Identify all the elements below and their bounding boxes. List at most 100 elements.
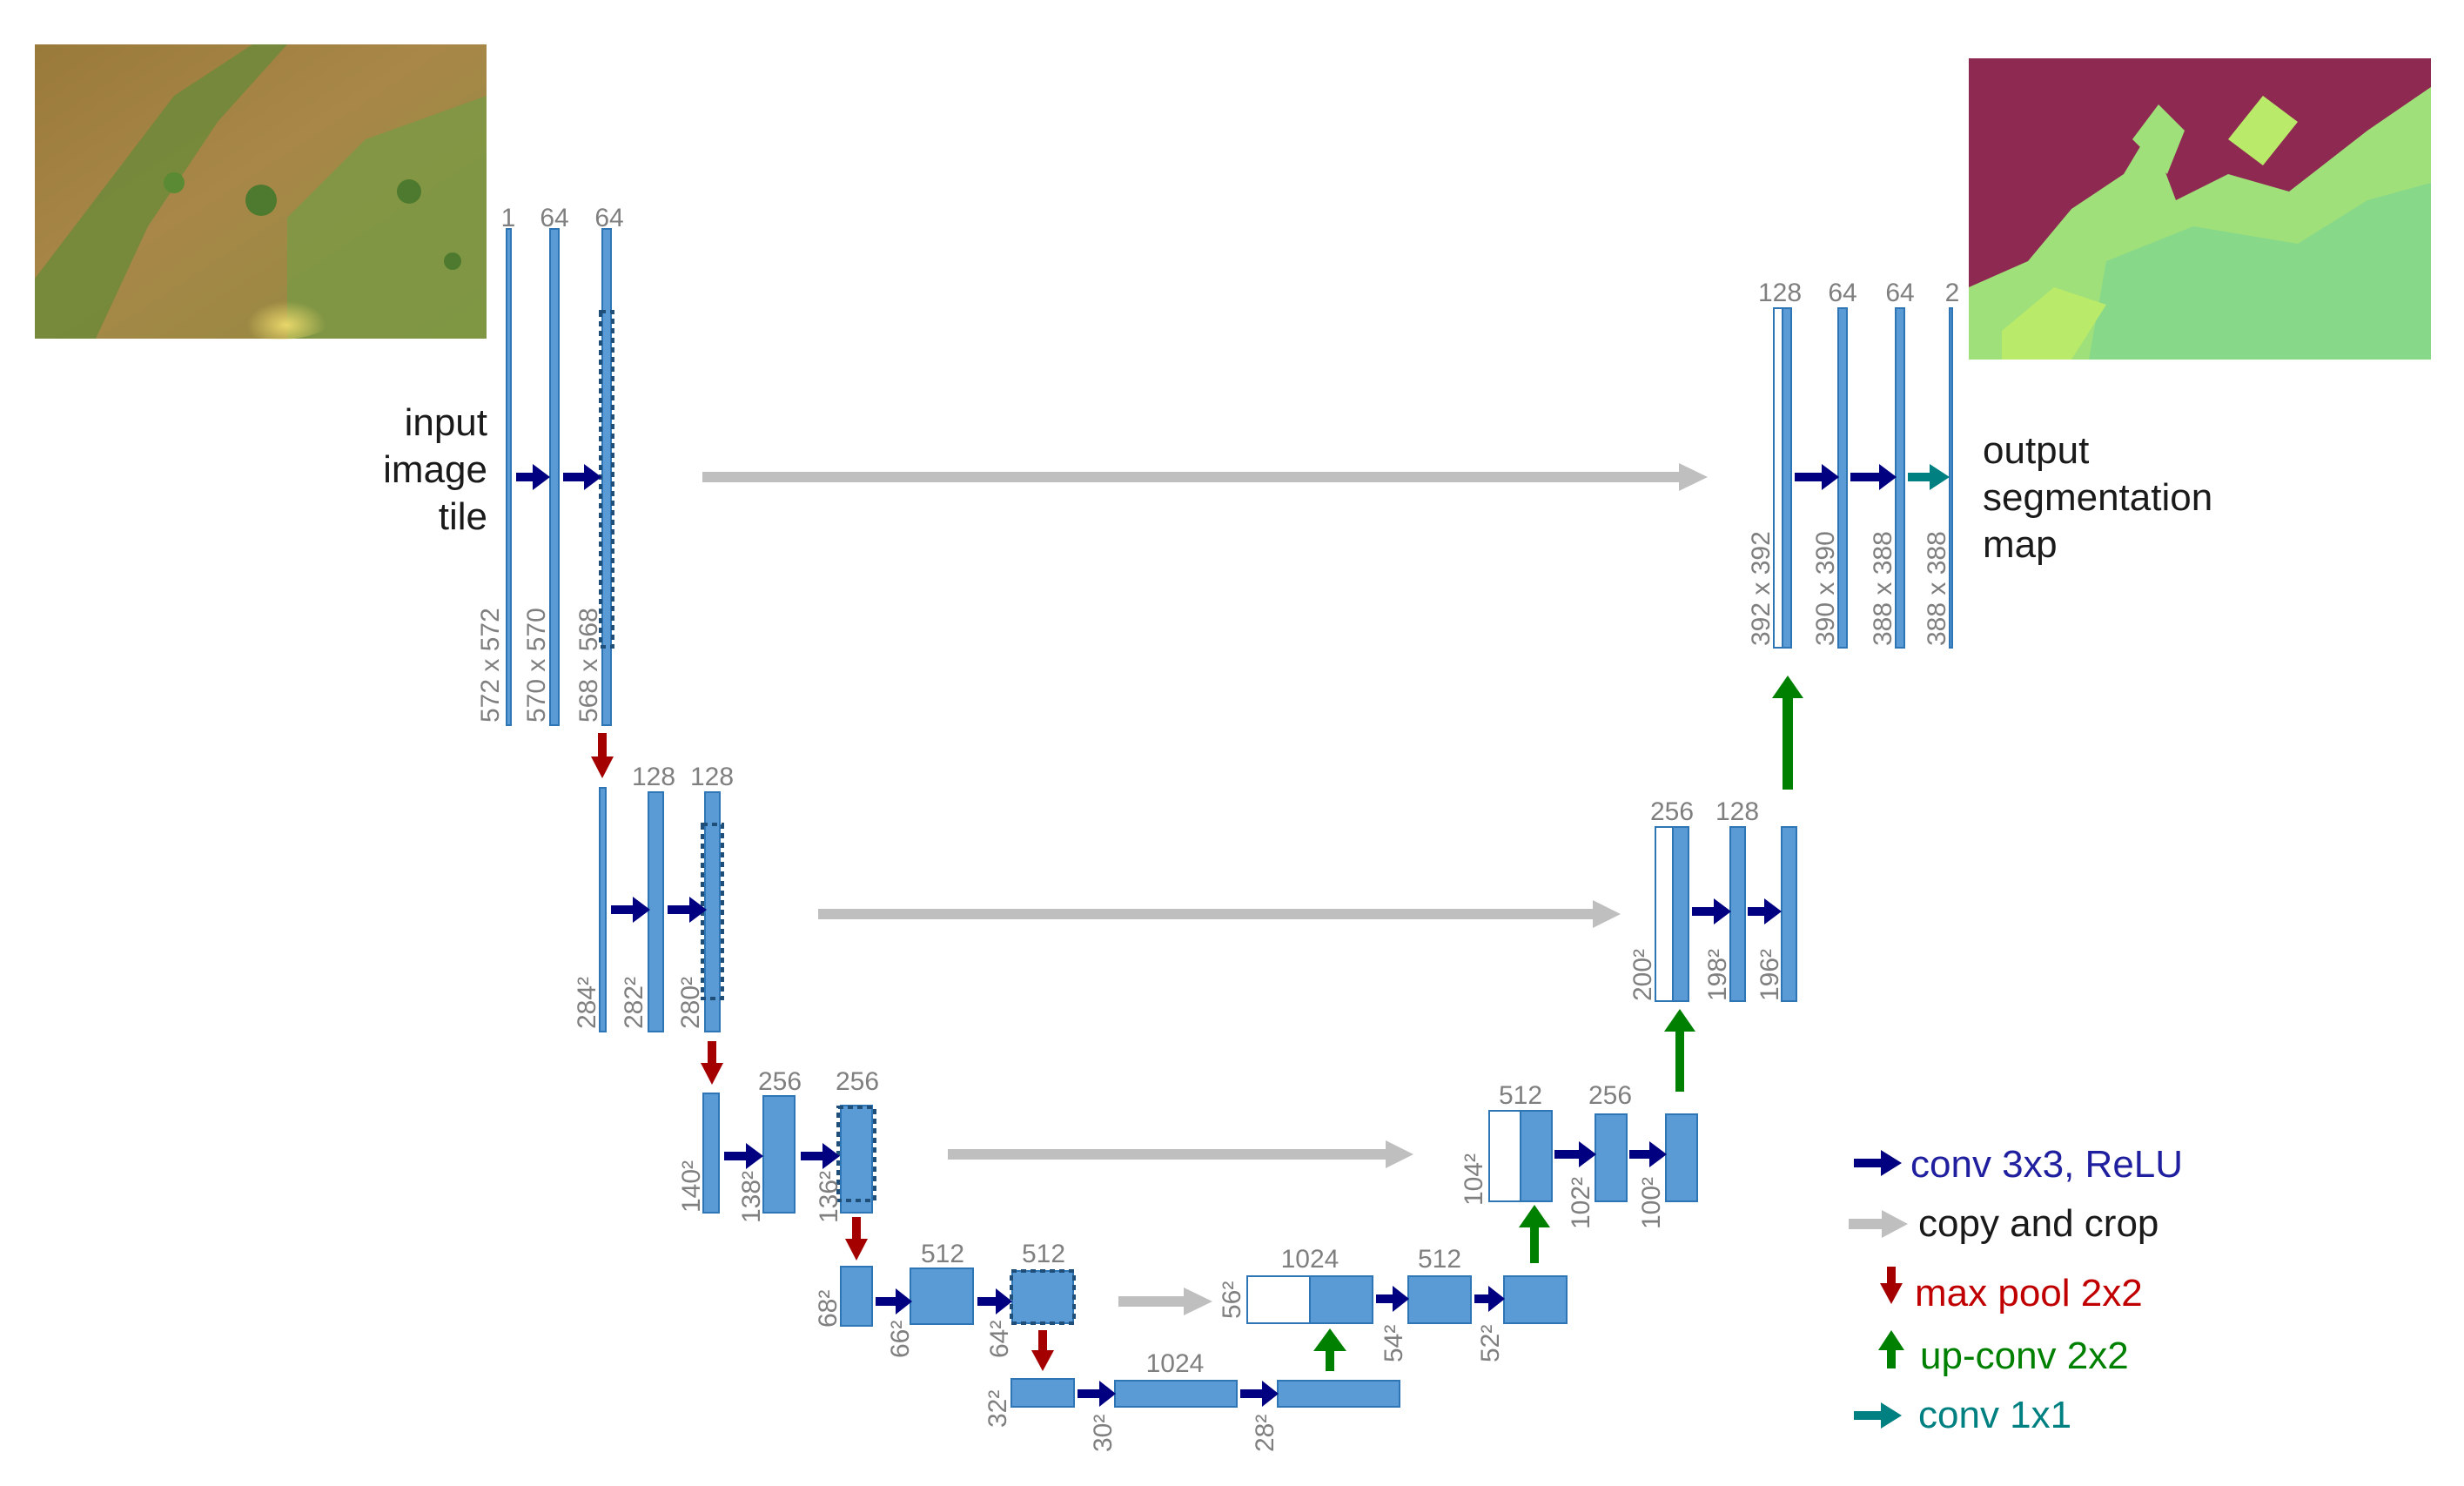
size-u3-b: 102²	[1567, 1177, 1595, 1229]
size-u4-c: 52²	[1476, 1325, 1505, 1362]
channel-u2-b: 128	[1715, 797, 1759, 826]
channel-u3-a: 512	[1499, 1081, 1542, 1110]
fmap-u2-up	[1672, 826, 1689, 1002]
legend-copy-label: copy and crop	[1918, 1202, 2159, 1245]
legend-upconv-label: up-conv 2x2	[1920, 1335, 2129, 1377]
labels: input image tile output segmentation map…	[383, 204, 2212, 1452]
size-l3-b: 138²	[737, 1171, 766, 1223]
size-u1-d: 388 x 388	[1923, 531, 1951, 646]
legend-conv-label: conv 3x3, ReLU	[1910, 1143, 2183, 1186]
output-label-line2: segmentation	[1983, 476, 2212, 519]
channel-u1-64a: 64	[1828, 279, 1856, 307]
size-l4-c: 64²	[985, 1321, 1014, 1358]
fmap-u4-up	[1309, 1275, 1373, 1324]
legend-upconv-icon	[1878, 1330, 1904, 1368]
size-l1-a: 572 x 572	[476, 608, 505, 723]
fmap-l5-c	[1277, 1380, 1400, 1408]
channel-l4-b: 512	[1022, 1240, 1065, 1268]
fmap-u2-b	[1729, 826, 1746, 1002]
channel-u2-a: 256	[1650, 797, 1694, 826]
channel-u1-64b: 64	[1885, 279, 1914, 307]
size-l5-b: 30²	[1089, 1415, 1118, 1452]
fmap-l3-a	[702, 1093, 720, 1214]
channel-u4-a: 1024	[1281, 1245, 1339, 1274]
channel-l1-64b: 64	[594, 204, 623, 232]
size-u2-c: 196²	[1756, 949, 1784, 1001]
fmap-u3-copy	[1488, 1110, 1521, 1202]
copy-arrow-level2	[818, 900, 1621, 928]
input-image	[35, 44, 487, 340]
legend-maxpool-icon	[1880, 1267, 1903, 1304]
fmap-u2-copy	[1655, 826, 1674, 1002]
channel-u1-128: 128	[1758, 279, 1802, 307]
copy-arrow-level1	[702, 463, 1708, 491]
legend: conv 3x3, ReLU copy and crop max pool 2x…	[1910, 1143, 2183, 1436]
size-u1-c: 388 x 388	[1869, 531, 1897, 646]
fmap-l4-c	[1011, 1270, 1074, 1324]
fmap-u1-up	[1782, 307, 1792, 649]
fmap-l5-a	[1010, 1378, 1075, 1408]
fmap-l5-b	[1114, 1380, 1238, 1408]
maxpool-arrows	[591, 733, 1903, 1371]
size-u2-a: 200²	[1628, 949, 1657, 1001]
input-label-line1: input	[405, 401, 487, 444]
fmap-l3-c	[840, 1105, 873, 1214]
size-u4-b: 54²	[1380, 1325, 1408, 1362]
fmap-u1-b	[1837, 307, 1848, 649]
size-u4-a: 56²	[1218, 1281, 1246, 1319]
legend-maxpool-label: max pool 2x2	[1915, 1272, 2143, 1315]
conv1x1-arrows	[1854, 464, 1950, 1429]
fmap-u2-c	[1781, 826, 1797, 1002]
fmap-l2-c	[704, 791, 721, 1032]
size-u3-c: 100²	[1637, 1177, 1666, 1229]
fmap-l1-b	[549, 228, 560, 726]
size-l3-a: 140²	[677, 1160, 706, 1213]
output-segmentation-image	[1969, 58, 2431, 360]
fmap-u4-b	[1407, 1275, 1472, 1324]
upconv-arrows	[1313, 676, 1904, 1371]
size-l2-c: 280²	[676, 977, 705, 1029]
size-l4-b: 66²	[886, 1321, 915, 1358]
fmap-l2-b	[648, 791, 664, 1032]
fmap-l1-c	[601, 228, 612, 726]
size-u3-a: 104²	[1460, 1153, 1488, 1206]
fmap-l4-a	[840, 1266, 873, 1327]
fmap-u1-out	[1949, 307, 1953, 649]
legend-conv1x1-icon	[1854, 1402, 1902, 1429]
fmap-u4-c	[1503, 1275, 1568, 1324]
channel-u4-b: 512	[1418, 1245, 1461, 1274]
size-l3-c: 136²	[815, 1171, 843, 1223]
channel-u1-2: 2	[1945, 279, 1960, 307]
fmap-l3-b	[762, 1095, 796, 1214]
crop-l3	[836, 1106, 876, 1202]
size-u1-a: 392 x 392	[1747, 531, 1776, 646]
size-l2-a: 284²	[573, 977, 601, 1029]
fmap-u3-c	[1665, 1113, 1698, 1202]
fmap-u1-c	[1895, 307, 1905, 649]
channel-l2-a: 128	[632, 763, 675, 791]
copy-arrow-level3	[948, 1140, 1413, 1168]
channel-l5: 1024	[1146, 1349, 1205, 1378]
channel-l4-a: 512	[921, 1240, 964, 1268]
input-label-line3: tile	[439, 495, 487, 538]
channel-l2-b: 128	[690, 763, 734, 791]
size-l5-c: 28²	[1251, 1415, 1279, 1452]
fmap-l1-a	[506, 228, 512, 726]
fmap-l4-b	[910, 1267, 974, 1325]
input-label-line2: image	[383, 448, 487, 491]
crop-l1	[599, 310, 614, 649]
channel-l3-a: 256	[758, 1067, 802, 1096]
legend-conv-icon	[1854, 1150, 1902, 1176]
copy-arrow-level4	[1118, 1288, 1212, 1315]
size-l4-a: 68²	[814, 1290, 843, 1328]
output-label-line1: output	[1983, 429, 2089, 472]
fmap-l2-a	[599, 787, 607, 1032]
fmap-u3-up	[1520, 1110, 1553, 1202]
copy-crop-arrows	[702, 463, 1908, 1315]
fmap-u3-b	[1595, 1113, 1628, 1202]
size-u1-b: 390 x 390	[1811, 531, 1840, 646]
size-u2-b: 198²	[1703, 949, 1732, 1001]
fmap-u4-copy	[1246, 1275, 1311, 1324]
